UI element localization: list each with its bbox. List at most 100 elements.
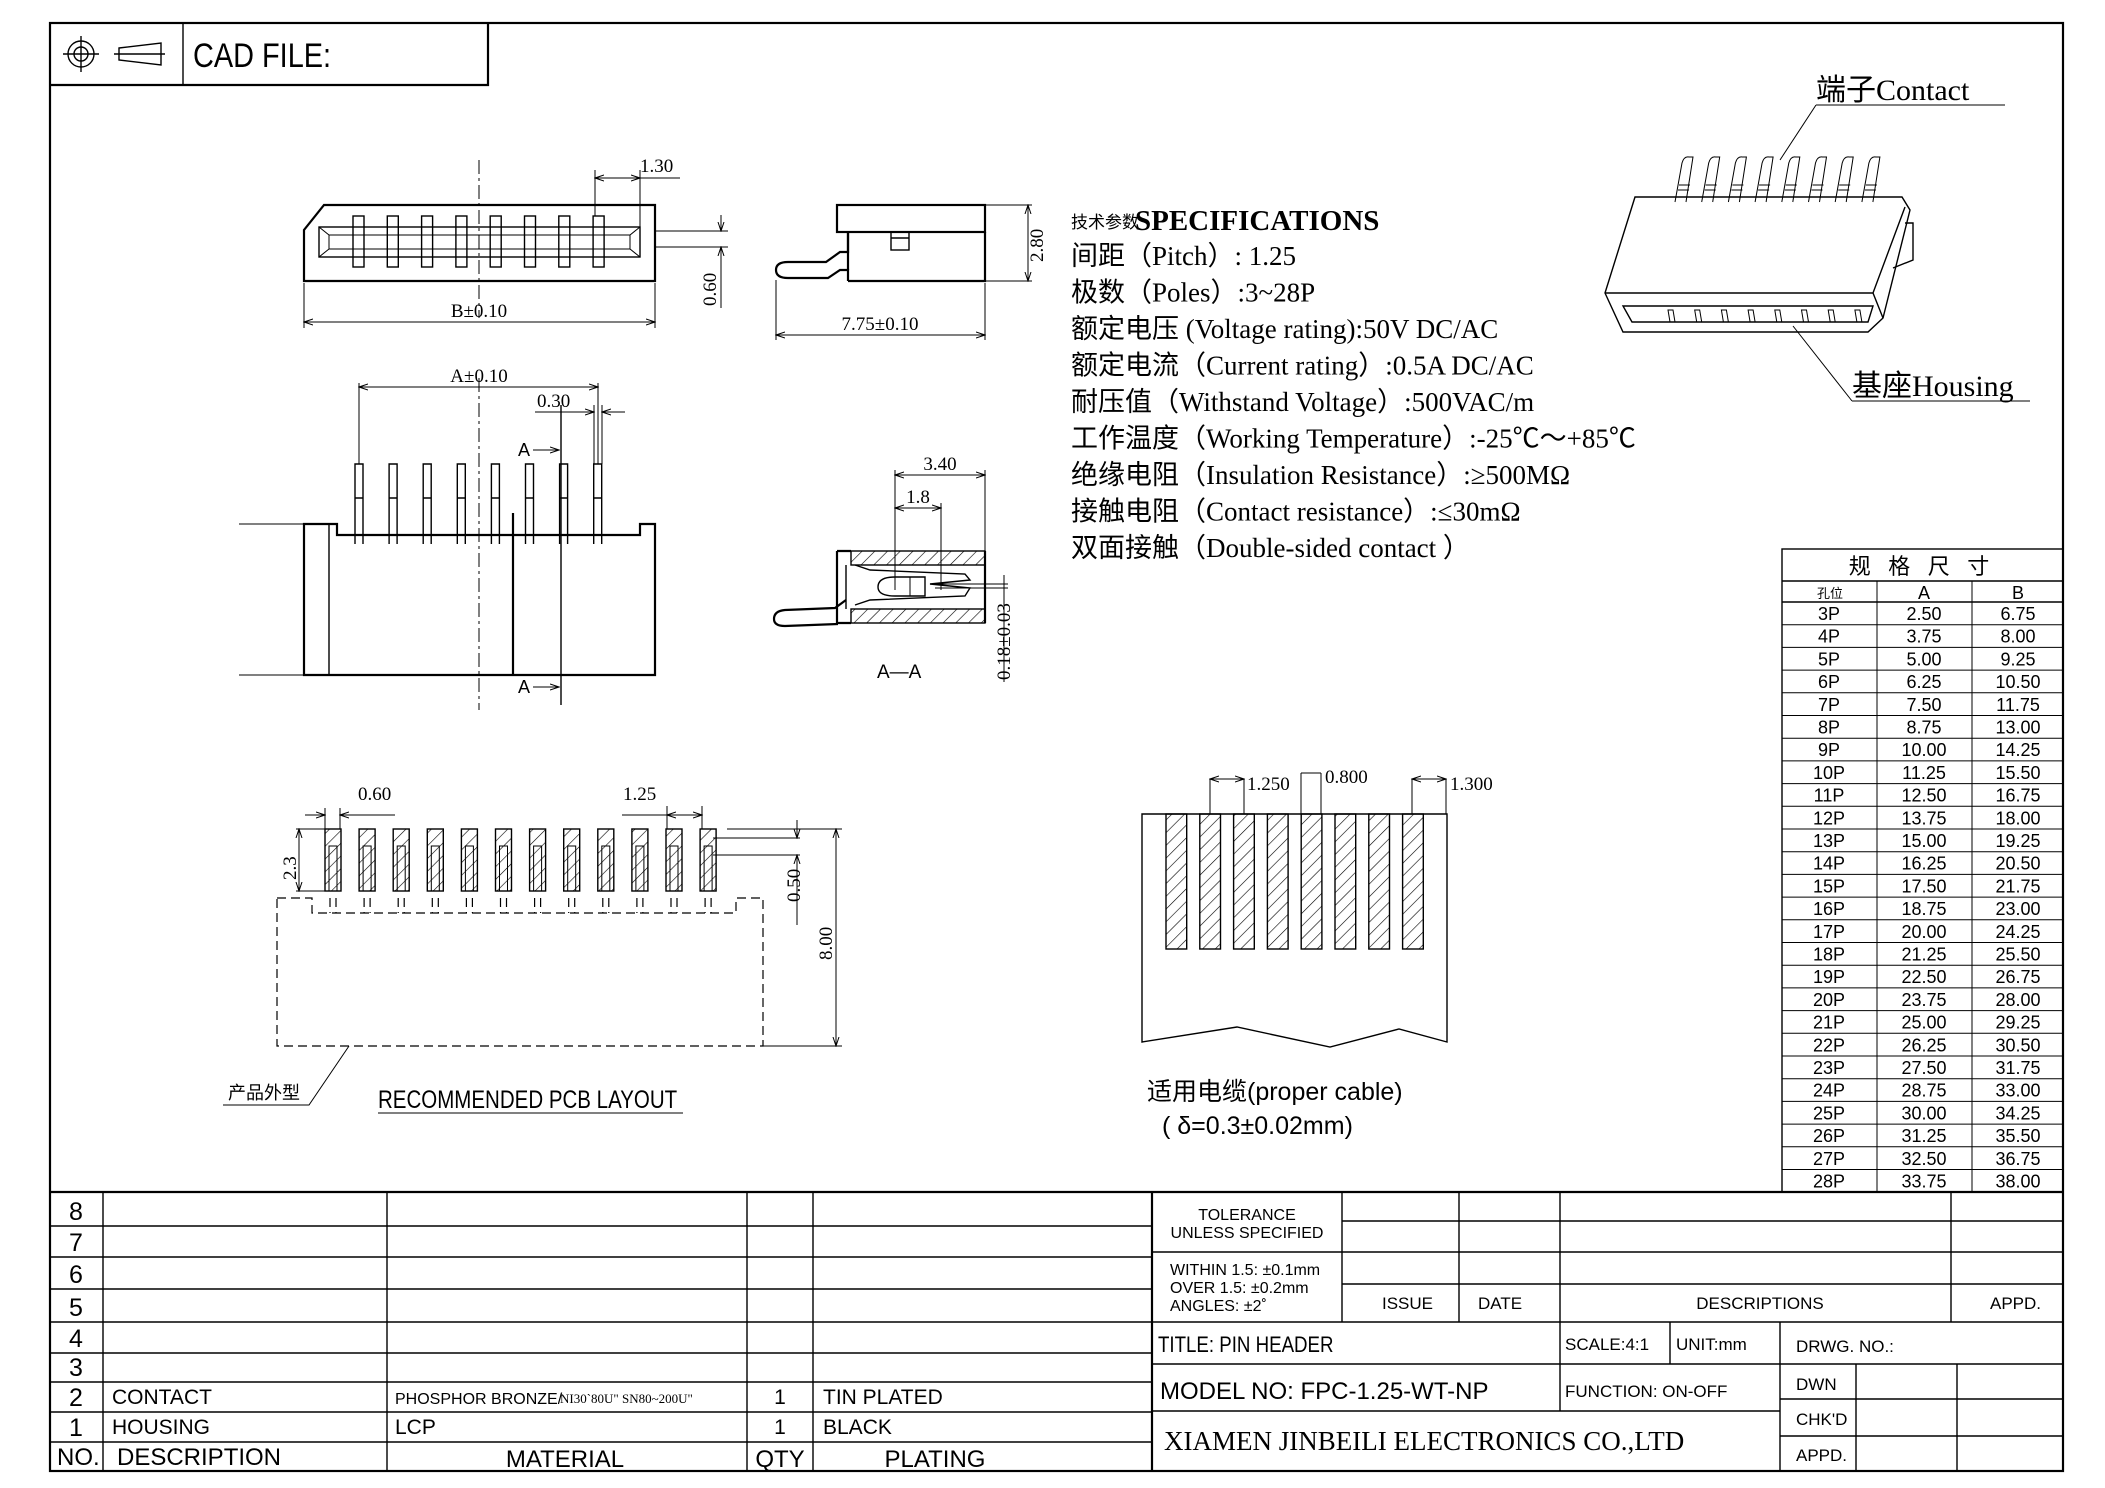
size-table-b: 23.00 [1995, 899, 2040, 919]
dim-side-depth: 7.75±0.10 [842, 314, 919, 335]
spec-line: 额定电流（Current rating）:0.5A DC/AC [1071, 351, 1534, 381]
pcb-pad [494, 828, 513, 892]
revision-date-header: DATE [1478, 1294, 1522, 1313]
size-table-b: 8.00 [2000, 627, 2035, 647]
pcb-pad-lead [464, 845, 474, 892]
specifications: 技术参数 SPECIFICATIONS 间距（Pitch）: 1.25极数（Po… [1071, 205, 1636, 563]
dim-cable-pitch: 1.250 [1247, 774, 1290, 795]
size-table-a: 13.75 [1901, 808, 1946, 828]
pcb-pad-lead [601, 845, 611, 892]
size-table-title: 规 格 尺 寸 [1849, 554, 1996, 579]
pcb-layout: 0.60 1.25 2.3 0.50 8.00 产品外型 RECOMMENDED… [223, 784, 842, 1114]
bom-header-description: DESCRIPTION [117, 1444, 281, 1471]
cable-view: 1.250 0.800 1.300 适用电缆(proper cable) ( δ… [1141, 767, 1493, 1140]
size-table-a: 10.00 [1901, 740, 1946, 760]
pcb-pad [392, 828, 410, 892]
dim-section-contact: 1.8 [906, 487, 930, 508]
top-pin [456, 463, 466, 544]
cable-conductor [1232, 813, 1255, 950]
cable-conductor [1334, 813, 1357, 950]
front-pin-detail [490, 226, 502, 258]
drawing-function: FUNCTION: ON-OFF [1565, 1382, 1727, 1401]
spec-line: 间距（Pitch）: 1.25 [1071, 241, 1296, 271]
size-table-a: 18.75 [1901, 899, 1946, 919]
size-table-poles: 18P [1813, 945, 1845, 965]
dim-front-width: B±0.10 [451, 301, 507, 322]
contact-pin [1808, 156, 1828, 203]
bom-row-number: 1 [69, 1414, 83, 1442]
size-table-poles: 23P [1813, 1058, 1845, 1078]
pcb-pad-lead [669, 845, 679, 892]
size-table-a: 7.50 [1906, 695, 1941, 715]
pcb-pin-outline [534, 898, 542, 913]
size-table-poles: 15P [1813, 876, 1845, 896]
cad-file-label: CAD FILE: [193, 36, 331, 75]
size-table-poles: 8P [1818, 718, 1840, 738]
bom-row-description: CONTACT [112, 1386, 212, 1409]
slot-contact [1747, 309, 1756, 323]
size-table-poles: 12P [1813, 808, 1845, 828]
size-table-b: 18.00 [1995, 808, 2040, 828]
dim-pcb-depth: 8.00 [816, 927, 837, 960]
pcb-pad [563, 828, 581, 892]
section-mark-bottom: A [518, 677, 530, 697]
contact-pin [1781, 156, 1801, 203]
pcb-pad [665, 828, 683, 892]
front-pin [420, 215, 434, 268]
section-mark-top: A [518, 440, 530, 460]
spec-line: 耐压值（Withstand Voltage）:500VAC/m [1071, 387, 1534, 417]
pcb-pad-lead [533, 845, 543, 892]
size-table-poles: 19P [1813, 967, 1845, 987]
size-table-a: 6.25 [1906, 672, 1941, 692]
slot-contact [1827, 309, 1836, 323]
pcb-pin-outline [465, 898, 473, 913]
housing-callout: 基座Housing [1852, 370, 2014, 403]
pcb-pad-lead [499, 845, 508, 892]
drawing-number: DRWG. NO.: [1796, 1337, 1894, 1356]
cable-conductor [1165, 813, 1188, 950]
dim-pcb-pad-length: 2.3 [280, 856, 301, 880]
size-table-poles: 9P [1818, 740, 1840, 760]
front-pin-detail [387, 226, 399, 258]
pcb-pin-outline [602, 898, 610, 913]
top-pin [524, 463, 535, 544]
dim-section-gap: 0.18±0.03 [994, 603, 1015, 680]
size-table-poles: 7P [1818, 695, 1840, 715]
dim-pcb-pitch: 1.25 [623, 784, 656, 805]
bom-header-no: NO. [57, 1444, 100, 1471]
size-table-b: 28.00 [1995, 990, 2040, 1010]
size-table-b: 9.25 [2000, 649, 2035, 669]
bom-row-material: LCP [395, 1416, 436, 1439]
pcb-layout-title: RECOMMENDED PCB LAYOUT [378, 1085, 677, 1113]
spec-line: 工作温度（Working Temperature）:-25℃～+85℃ [1071, 424, 1636, 454]
drawing-scale: SCALE:4:1 [1565, 1335, 1649, 1354]
size-table-b: 36.75 [1995, 1149, 2040, 1169]
front-pin [352, 215, 365, 268]
slot-contact [1774, 309, 1783, 323]
side-view: 2.80 7.75±0.10 [774, 203, 1048, 340]
slot-contact [1800, 309, 1810, 323]
pcb-pin-outline [704, 898, 712, 913]
size-table-b: 15.50 [1995, 763, 2040, 783]
dim-top-span: A±0.10 [450, 366, 507, 387]
size-table-poles: 6P [1818, 672, 1840, 692]
size-table-b: 26.75 [1995, 967, 2040, 987]
contact-callout: 端子Contact [1816, 74, 1970, 107]
pcb-pad-lead [703, 845, 713, 892]
tolerance-within: WITHIN 1.5: ±0.1mm [1170, 1262, 1320, 1279]
pcb-pad [597, 828, 615, 892]
contact-pin [1701, 156, 1721, 203]
front-pin [558, 215, 571, 268]
front-pin-detail [421, 226, 433, 258]
cable-conductor [1300, 813, 1323, 950]
cable-conductor [1266, 813, 1289, 950]
size-table-poles: 11P [1814, 786, 1845, 806]
size-table-poles: 16P [1813, 899, 1845, 919]
size-table-poles: 27P [1813, 1149, 1845, 1169]
bom-row-plating: TIN PLATED [823, 1386, 943, 1409]
pcb-pad-lead [328, 845, 338, 892]
size-table-a: 17.50 [1901, 876, 1946, 896]
slot-contact [1667, 309, 1676, 323]
size-table-b: 24.25 [1995, 922, 2040, 942]
